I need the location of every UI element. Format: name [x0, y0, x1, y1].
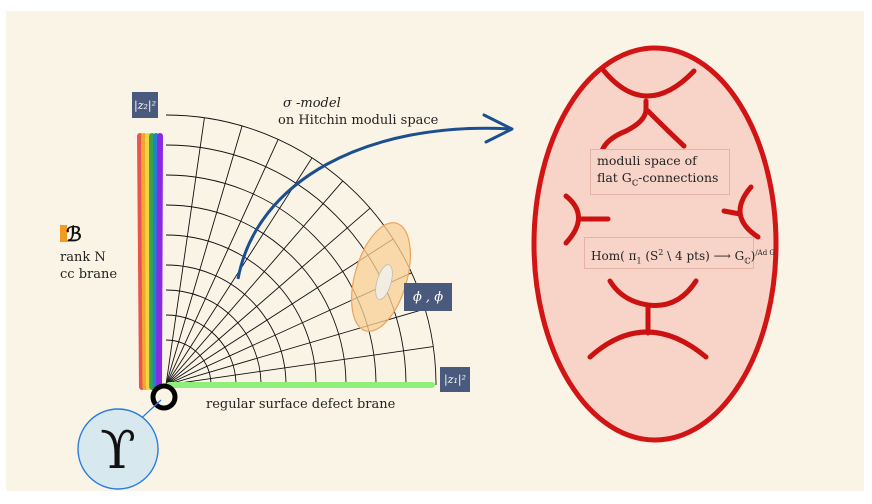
hom-rest: \ 4 pts) ⟶ G: [663, 249, 745, 263]
arrow-head: [482, 113, 514, 144]
rainbow-line: [156, 133, 163, 390]
hom-pi-sub: 1: [636, 256, 642, 266]
grid-radial-line: [165, 207, 371, 386]
hom-prefix: Hom( π: [591, 249, 637, 263]
brane-line1: rank N: [60, 250, 106, 265]
grid-arc: [165, 264, 287, 386]
grid-arc: [165, 204, 347, 386]
defect-brane-label: regular surface defect brane: [206, 396, 395, 413]
upsilon-circle: [77, 408, 159, 490]
phi-label: ϕ , ϕ: [412, 289, 444, 305]
brane-icon: ℬ: [60, 222, 82, 246]
grid-arc: [165, 339, 212, 386]
axis-z2-label-box: |z₂|²: [132, 92, 158, 118]
grid-arc: [165, 289, 262, 386]
hom-s-sup: 2: [658, 248, 664, 257]
sigma-model-label: σ -model on Hitchin moduli space: [278, 95, 438, 129]
origin-ring: [150, 383, 178, 411]
rainbow-line: [145, 133, 152, 390]
moduli-box-line2: flat Gℂ-connections: [597, 169, 723, 192]
hom-box: Hom( π1 (S2 \ 4 pts) ⟶ Gℂ)/Ad G: [584, 237, 775, 269]
axis-z1-label: |z₁|²: [443, 373, 467, 386]
moduli-box-line1: moduli space of: [597, 153, 697, 168]
sigma-model-arrow: [236, 126, 512, 280]
phi-ellipse: [351, 222, 411, 332]
rainbow-line: [137, 133, 145, 390]
grid-radial-line: [165, 238, 394, 386]
sigma-model-line1: σ -model: [283, 96, 341, 111]
rainbow-brane-lines: [137, 133, 163, 390]
moduli-box-line2-suffix: -connections: [638, 170, 719, 185]
moduli-space-box: moduli space of flat Gℂ-connections: [590, 149, 730, 195]
grid-arc: [165, 234, 317, 386]
grid-arc: [165, 314, 237, 386]
grid-arc: [165, 144, 407, 386]
moduli-curves: [563, 68, 761, 360]
hom-g-sub: ℂ: [744, 256, 751, 266]
moduli-box-line2-sub: ℂ: [631, 178, 639, 188]
brane-label: rank N cc brane: [60, 249, 117, 283]
diagram-svg: ϒ ℬ: [60, 45, 779, 490]
hom-paren: ): [750, 249, 756, 263]
hom-mid: (S: [641, 249, 659, 263]
diagram-canvas: ϒ ℬ |z₂|²: [6, 11, 864, 491]
grid-radial-line: [165, 125, 243, 386]
brane-line2: cc brane: [60, 267, 118, 282]
sigma-model-line2: on Hitchin moduli space: [278, 113, 439, 128]
phi-label-box: ϕ , ϕ: [404, 283, 452, 311]
grid-radial-line: [165, 139, 279, 386]
hom-sup: /Ad G: [755, 249, 776, 257]
defect-brane-text: regular surface defect brane: [206, 397, 396, 412]
grid-radial-line: [165, 346, 434, 386]
hitchin-grid: [165, 114, 437, 386]
moduli-box-line2-prefix: flat G: [597, 170, 632, 185]
grid-radial-line: [165, 117, 205, 386]
axis-z2-label: |z₂|²: [133, 98, 157, 112]
brane-symbol: ℬ: [66, 222, 82, 246]
grid-radial-line: [165, 180, 344, 386]
rainbow-line: [141, 133, 149, 390]
grid-arc: [165, 174, 377, 386]
upsilon-symbol: ϒ: [100, 421, 136, 481]
axis-z1-label-box: |z₁|²: [440, 367, 470, 392]
grid-arc: [165, 114, 437, 386]
